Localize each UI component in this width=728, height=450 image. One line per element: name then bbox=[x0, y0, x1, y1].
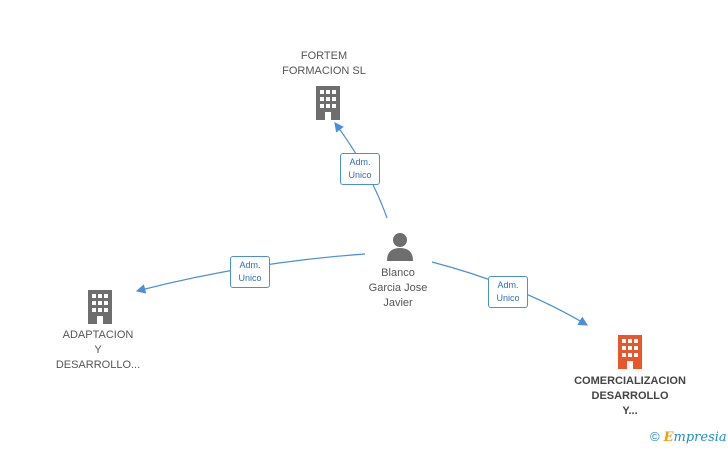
brand-logo: Empresia bbox=[664, 430, 727, 445]
node-label-fortem[interactable]: FORTEM FORMACION SL bbox=[264, 49, 384, 79]
edge-label-line: Unico bbox=[348, 170, 372, 180]
building-icon[interactable] bbox=[614, 333, 646, 369]
node-label-line: Blanco bbox=[381, 267, 415, 279]
edge-label-adaptacion[interactable]: Adm. Unico bbox=[230, 256, 270, 288]
edge-label-line: Unico bbox=[496, 293, 520, 303]
edge-label-line: Adm. bbox=[239, 260, 261, 270]
brand-initial: E bbox=[663, 430, 674, 445]
node-label-line: Javier bbox=[383, 297, 413, 309]
node-label-line: Garcia Jose bbox=[368, 282, 428, 294]
building-icon[interactable] bbox=[84, 288, 116, 324]
node-label-line: DESARROLLO bbox=[591, 390, 669, 402]
node-label-line: Y bbox=[94, 344, 102, 356]
building-icon[interactable] bbox=[312, 84, 344, 120]
node-label-comercializacion[interactable]: COMERCIALIZACION DESARROLLO Y... bbox=[560, 374, 700, 419]
edge-label-line: Adm. bbox=[349, 157, 371, 167]
node-label-line: FORMACION SL bbox=[282, 65, 366, 77]
edge-label-fortem[interactable]: Adm. Unico bbox=[340, 153, 380, 185]
node-label-line: DESARROLLO... bbox=[55, 359, 141, 371]
node-label-person[interactable]: Blanco Garcia Jose Javier bbox=[348, 266, 448, 311]
edge-label-comercializacion[interactable]: Adm. Unico bbox=[488, 276, 528, 308]
node-label-adaptacion[interactable]: ADAPTACION Y DESARROLLO... bbox=[38, 328, 158, 373]
node-label-line: COMERCIALIZACION bbox=[574, 375, 686, 387]
person-icon[interactable] bbox=[386, 231, 414, 261]
node-label-line: Y... bbox=[622, 405, 638, 417]
empresia-watermark: ©Empresia bbox=[650, 429, 727, 445]
node-label-line: FORTEM bbox=[300, 50, 348, 62]
edge-label-line: Adm. bbox=[497, 280, 519, 290]
brand-rest: mpresia bbox=[673, 430, 727, 445]
copyright-icon: © bbox=[650, 429, 660, 444]
edge-label-line: Unico bbox=[238, 273, 262, 283]
node-label-line: ADAPTACION bbox=[62, 329, 134, 341]
